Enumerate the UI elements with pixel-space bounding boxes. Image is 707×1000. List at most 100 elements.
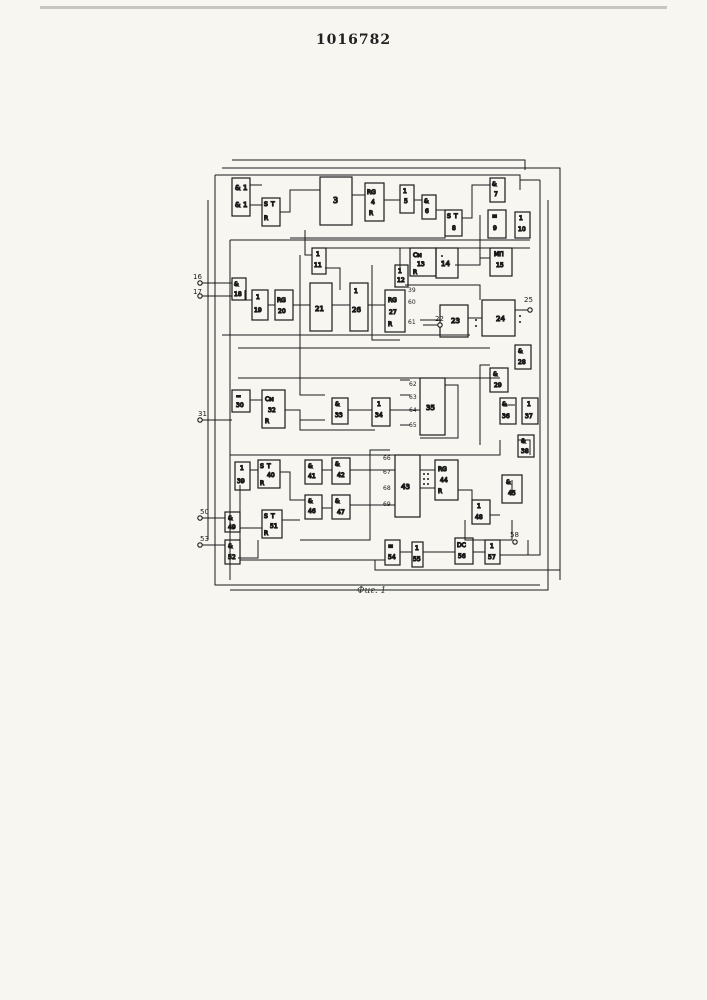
- terminal-31: 31: [198, 410, 207, 418]
- svg-text:&: &: [234, 281, 239, 288]
- svg-text:R: R: [438, 488, 442, 495]
- svg-text:23: 23: [451, 317, 460, 325]
- block-57-or: 1 57: [485, 540, 500, 564]
- svg-text:≡: ≡: [388, 543, 393, 550]
- svg-text:R: R: [264, 530, 268, 537]
- block-56-decoder: DC 56: [455, 538, 473, 564]
- svg-text:5: 5: [404, 198, 408, 205]
- svg-text:44: 44: [440, 477, 448, 484]
- block-15-mux: МП 15: [490, 248, 512, 276]
- terminal-16: 16: [193, 273, 202, 281]
- svg-text:R: R: [265, 418, 269, 425]
- svg-text:1: 1: [240, 465, 244, 472]
- block-7-and: & 7: [490, 178, 505, 202]
- block-41-and: & 41: [305, 460, 322, 484]
- block-14: 14: [436, 248, 458, 278]
- block-6-and: & 6: [422, 195, 436, 219]
- block-52-and: & 52: [225, 540, 240, 564]
- svg-text:43: 43: [401, 483, 410, 491]
- block-12-or: 1 12: [395, 265, 408, 287]
- pin-65: 65: [409, 422, 417, 429]
- svg-text:51: 51: [270, 523, 278, 530]
- svg-text:&: &: [506, 479, 511, 486]
- svg-text:28: 28: [518, 359, 526, 366]
- svg-text:&: &: [235, 184, 241, 192]
- svg-text:24: 24: [496, 315, 505, 323]
- pin-69: 69: [383, 501, 391, 508]
- svg-text:48: 48: [475, 514, 483, 521]
- block-36-and: & 36: [500, 398, 516, 424]
- block-48-or: 1 48: [472, 500, 490, 524]
- svg-text:18: 18: [234, 291, 242, 298]
- figure-caption: Фиг. 1: [357, 586, 386, 596]
- svg-text:1: 1: [243, 201, 247, 209]
- svg-text:1: 1: [415, 545, 419, 552]
- svg-text:21: 21: [315, 305, 324, 313]
- svg-text:38: 38: [521, 448, 529, 455]
- block-13-adder: См 13 R: [410, 248, 436, 276]
- block-35: 35: [420, 378, 445, 435]
- block-46-and: & 46: [305, 495, 322, 519]
- bus-ellipsis: [423, 255, 521, 485]
- svg-text:7: 7: [494, 191, 498, 198]
- svg-text:11: 11: [314, 262, 322, 269]
- svg-text:См: См: [265, 396, 274, 403]
- svg-text:T: T: [266, 463, 271, 470]
- block-20-register: RG 20: [275, 290, 293, 320]
- block-30-compare: = 30: [232, 390, 250, 412]
- svg-text:1: 1: [354, 288, 358, 295]
- svg-text:&: &: [228, 543, 233, 550]
- block-28-and: & 28: [515, 345, 531, 369]
- svg-text:12: 12: [397, 277, 405, 284]
- terminal-17: 17: [193, 288, 202, 296]
- svg-text:39: 39: [237, 478, 245, 485]
- svg-text:1: 1: [377, 401, 381, 408]
- svg-text:&: &: [308, 463, 313, 470]
- svg-text:45: 45: [508, 490, 516, 497]
- pin-39: 39: [408, 287, 416, 294]
- svg-text:3: 3: [333, 196, 338, 205]
- block-1-and: & 1 & 1: [232, 178, 250, 216]
- svg-text:56: 56: [458, 553, 466, 560]
- svg-text:49: 49: [228, 524, 236, 531]
- block-39-or: 1 39: [235, 462, 250, 490]
- svg-text:&: &: [235, 201, 241, 209]
- svg-text:37: 37: [525, 413, 533, 420]
- svg-text:RG: RG: [277, 297, 286, 304]
- svg-text:1: 1: [527, 401, 531, 408]
- svg-text:=: =: [236, 393, 241, 400]
- svg-text:54: 54: [388, 554, 396, 561]
- svg-text:T: T: [453, 213, 458, 220]
- svg-text:S: S: [447, 213, 451, 220]
- svg-text:30: 30: [236, 402, 244, 409]
- svg-text:57: 57: [488, 554, 496, 561]
- block-4-register: RG 4 R: [365, 183, 384, 221]
- terminal-25: 25: [524, 296, 533, 304]
- svg-text:&: &: [518, 348, 523, 355]
- block-34-or: 1 34: [372, 398, 390, 426]
- svg-text:R: R: [260, 480, 264, 487]
- svg-text:МП: МП: [494, 251, 504, 258]
- block-38-and: & 38: [518, 435, 534, 457]
- block-32-adder: См 32 R: [262, 390, 285, 428]
- svg-text:52: 52: [228, 554, 236, 561]
- svg-text:36: 36: [502, 413, 510, 420]
- svg-text:&: &: [502, 401, 507, 408]
- block-26-or: 1 26: [350, 283, 368, 331]
- svg-text:29: 29: [494, 382, 502, 389]
- block-9-compare: ≡ 9: [488, 210, 506, 238]
- svg-text:42: 42: [337, 472, 345, 479]
- svg-text:&: &: [521, 438, 526, 445]
- svg-text:1: 1: [519, 215, 523, 222]
- svg-text:1: 1: [256, 294, 260, 301]
- block-42-and: & 42: [332, 458, 350, 484]
- pin-64: 64: [409, 407, 417, 414]
- block-23: 23: [440, 305, 468, 337]
- logic-blocks: & 1 & 1 S T R 3 RG 4 R: [225, 177, 538, 567]
- svg-text:&: &: [228, 515, 233, 522]
- svg-text:R: R: [413, 269, 417, 276]
- terminal-50: 50: [200, 508, 209, 516]
- svg-text:R: R: [369, 210, 373, 217]
- pin-68: 68: [383, 485, 391, 492]
